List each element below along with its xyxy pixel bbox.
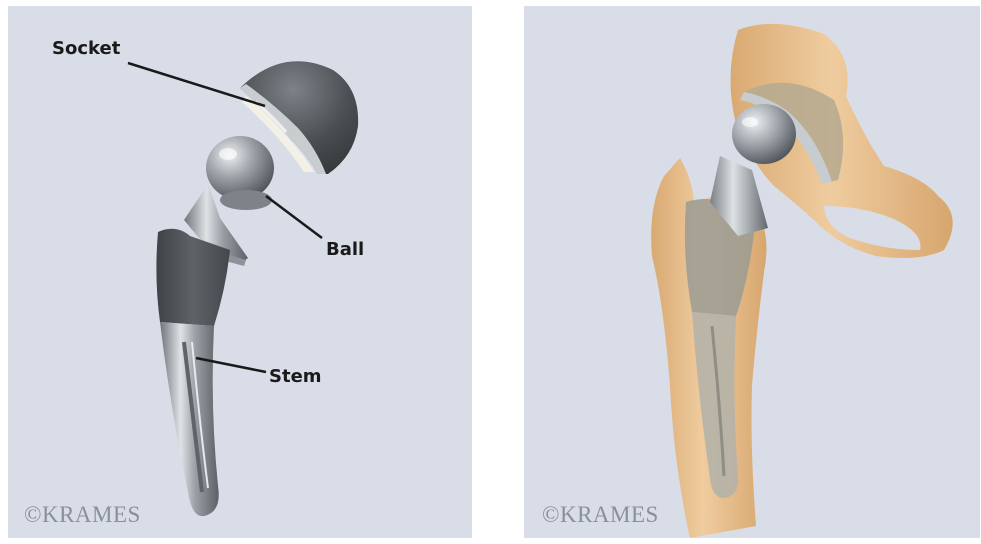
ball-leader-line [266,196,322,238]
implant-components-panel: Socket Ball Stem ©KRAMES [8,6,472,538]
ball-in-socket [732,104,796,164]
implant-components-illustration [8,6,472,538]
implant-in-bone-illustration [524,6,980,538]
ball-label: Ball [326,239,364,260]
implant-in-bone-panel: ©KRAMES [524,6,980,538]
stem-label: Stem [269,366,322,387]
femoral-stem [156,184,248,516]
socket-label: Socket [52,38,120,59]
femoral-ball [206,136,274,210]
copyright-watermark: ©KRAMES [24,502,141,528]
copyright-watermark: ©KRAMES [542,502,659,528]
